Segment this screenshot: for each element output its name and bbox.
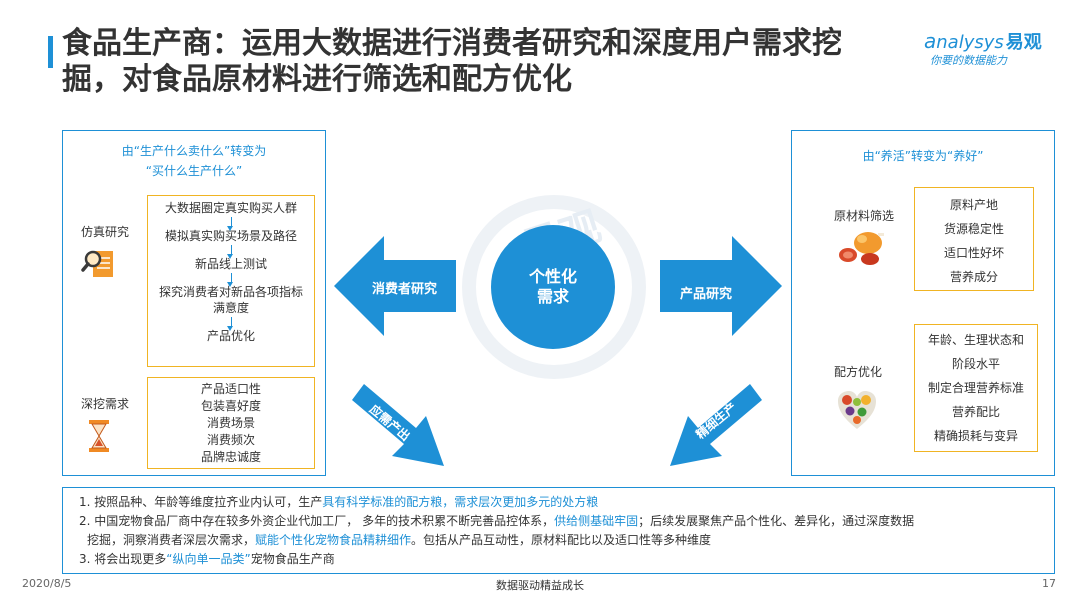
dig-item: 产品适口性: [200, 382, 261, 396]
formula-item: 营养配比: [951, 405, 1000, 419]
formula-item: 阶段水平: [951, 357, 1000, 371]
note-3-highlight: “纵向单一品类”: [166, 552, 251, 566]
logo-slogan: 你要的数据能力: [930, 54, 1007, 67]
material-item: 适口性好坏: [943, 246, 1004, 260]
note-2: 2. 中国宠物食品厂商中存在较多外资企业代加工厂， 多年的技术积累不断完善品控体…: [79, 512, 1038, 531]
magnifier-report-icon: [81, 250, 113, 277]
note-3-text: 3. 将会出现更多: [79, 552, 167, 566]
dig-item: 消费场景: [206, 416, 255, 430]
flow-arrow-down-icon: [227, 245, 233, 259]
flow-arrow-down-icon: [227, 317, 233, 331]
meat-food-icon: [839, 232, 884, 265]
simulation-label: 仿真研究: [80, 225, 129, 239]
circle-text-line2: 需求: [536, 287, 569, 306]
flow-arrow-down-icon: [227, 273, 233, 287]
formula-item: 制定合理营养标准: [927, 381, 1024, 395]
flow-step-2: 模拟真实购买场景及路径: [164, 229, 297, 243]
footer-slogan: 数据驱动精益成长: [496, 579, 584, 592]
note-2-text: 挖掘，洞察消费者深层次需求，: [87, 533, 256, 547]
logo-brand-cn: 易观: [1005, 32, 1042, 53]
note-2-text: 。包括从产品互动性，原材料配比以及适口性等多种维度: [411, 533, 712, 547]
note-2-cont: 挖掘，洞察消费者深层次需求，赋能个性化宠物食品精耕细作。包括从产品互动性，原材料…: [79, 531, 1038, 550]
note-2-highlight-1: 供给侧基础牢固: [554, 514, 639, 528]
fruit-heart-icon: [838, 391, 876, 429]
page-title: 食品生产商：运用大数据进行消费者研究和深度用户需求挖掘，对食品原材料进行筛选和配…: [62, 26, 842, 97]
note-2-highlight-2: 赋能个性化宠物食品精耕细作: [255, 533, 412, 547]
flow-arrow-down-icon: [227, 217, 233, 231]
note-3: 3. 将会出现更多“纵向单一品类”宠物食品生产商: [79, 550, 1038, 569]
dig-item: 包装喜好度: [200, 399, 261, 413]
left-panel-heading-line1: 由“生产什么卖什么”转变为: [121, 144, 267, 158]
formula-item: 精确损耗与变异: [933, 429, 1018, 443]
title-accent-bar: [48, 36, 53, 68]
hourglass-icon: [89, 420, 109, 452]
flow-step-3: 新品线上测试: [194, 257, 267, 271]
note-1: 1. 按照品种、年龄等维度拉齐业内认可，生产具有科学标准的配方粮，需求层次更加多…: [79, 493, 1038, 512]
consumer-research-arrow: [334, 236, 456, 336]
logo-a-glyph: a: [924, 29, 937, 53]
material-item: 货源稳定性: [943, 222, 1004, 236]
personalized-demand-circle: 个性化需求: [491, 225, 615, 349]
flow-step-1: 大数据圈定真实购买人群: [164, 201, 297, 215]
fine-production-arrow: [670, 384, 762, 466]
dig-demand-label: 深挖需求: [80, 397, 129, 411]
product-research-arrow: [660, 236, 782, 336]
right-panel: 由“养活”转变为“养好” 原材料筛选 原料产地 货源稳定性 适口性好坏 营养成分…: [791, 130, 1055, 476]
material-screening-label: 原材料筛选: [833, 209, 894, 223]
dig-item: 品牌忠诚度: [200, 450, 261, 464]
footer-date: 2020/8/5: [22, 577, 72, 590]
flow-step-5: 产品优化: [206, 329, 255, 343]
logo-brand-en: nalysys: [936, 32, 1004, 53]
note-3-text: 宠物食品生产商: [250, 552, 335, 566]
dig-item: 消费频次: [206, 433, 255, 447]
flow-step-4: 探究消费者对新品各项指标满意度: [158, 285, 303, 315]
formula-item: 年龄、生理状态和: [927, 333, 1024, 347]
left-panel-heading-line2: “买什么生产什么”: [145, 164, 243, 178]
left-panel: 由“生产什么卖什么”转变为 “买什么生产什么” 仿真研究 大数据圈定真实购买人群…: [62, 130, 326, 476]
note-1-highlight: 具有科学标准的配方粮，需求层次更加多元的处方粮: [322, 495, 599, 509]
material-box: 原料产地 货源稳定性 适口性好坏 营养成分: [914, 187, 1034, 291]
consumer-research-label: 消费者研究: [372, 282, 438, 297]
on-demand-output-arrow: [352, 384, 444, 466]
formula-optimization-label: 配方优化: [833, 365, 882, 379]
circle-text-line1: 个性化: [528, 267, 577, 286]
formula-box: 年龄、生理状态和 阶段水平 制定合理营养标准 营养配比 精确损耗与变异: [914, 324, 1038, 452]
notes-box: 1. 按照品种、年龄等维度拉齐业内认可，生产具有科学标准的配方粮，需求层次更加多…: [62, 487, 1055, 574]
note-2-text: ；后续发展聚焦产品个性化、差异化，通过深度数据: [638, 514, 915, 528]
material-item: 营养成分: [949, 270, 998, 284]
material-item: 原料产地: [949, 198, 998, 212]
dig-demand-box: 产品适口性 包装喜好度 消费场景 消费频次 品牌忠诚度: [147, 377, 315, 469]
note-2-text: 2. 中国宠物食品厂商中存在较多外资企业代加工厂， 多年的技术积累不断完善品控体…: [79, 514, 555, 528]
note-1-text: 1. 按照品种、年龄等维度拉齐业内认可，生产: [79, 495, 323, 509]
right-panel-heading: 由“养活”转变为“养好”: [862, 149, 984, 163]
product-research-label: 产品研究: [680, 287, 733, 302]
page-number: 17: [1042, 577, 1056, 590]
simulation-flow-box: 大数据圈定真实购买人群 模拟真实购买场景及路径 新品线上测试 探究消费者对新品各…: [147, 195, 315, 367]
